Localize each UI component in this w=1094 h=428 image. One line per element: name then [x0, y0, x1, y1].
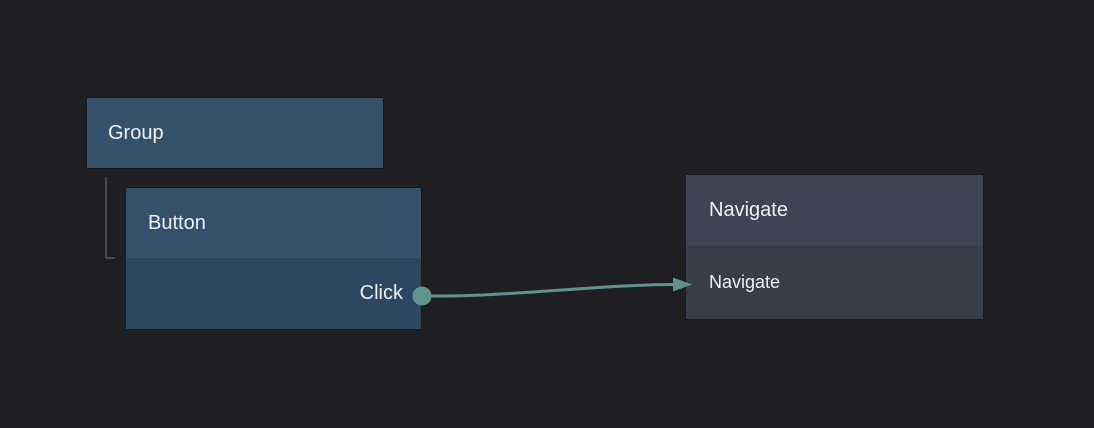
button-node[interactable]: Button Click	[126, 188, 421, 329]
group-node-title: Group	[108, 121, 164, 144]
hierarchy-connector-line	[105, 177, 115, 259]
navigate-action-label: Navigate	[709, 272, 781, 292]
click-port-label: Click	[359, 282, 403, 304]
navigate-node-header[interactable]: Navigate	[686, 175, 983, 246]
button-node-header[interactable]: Button	[126, 188, 421, 258]
navigate-action-row[interactable]: Navigate	[686, 246, 983, 319]
navigate-node[interactable]: Navigate Navigate	[686, 175, 983, 319]
connection-edge[interactable]	[421, 283, 674, 298]
group-node[interactable]: Group	[87, 98, 383, 168]
button-node-output-row[interactable]: Click	[126, 258, 421, 329]
navigate-node-title: Navigate	[709, 199, 788, 221]
button-node-title: Button	[148, 211, 206, 234]
